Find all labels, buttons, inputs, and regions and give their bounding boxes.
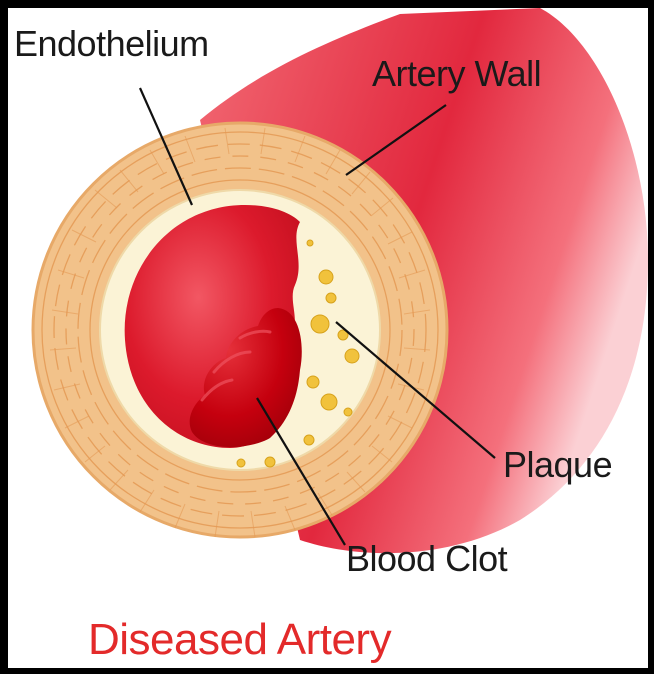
plaque-label: Plaque: [503, 447, 612, 483]
artery-wall-label: Artery Wall: [372, 56, 541, 92]
blood-clot-label: Blood Clot: [346, 541, 507, 577]
diagram-caption: Diseased Artery: [88, 618, 391, 662]
endothelium-label: Endothelium: [14, 26, 209, 62]
